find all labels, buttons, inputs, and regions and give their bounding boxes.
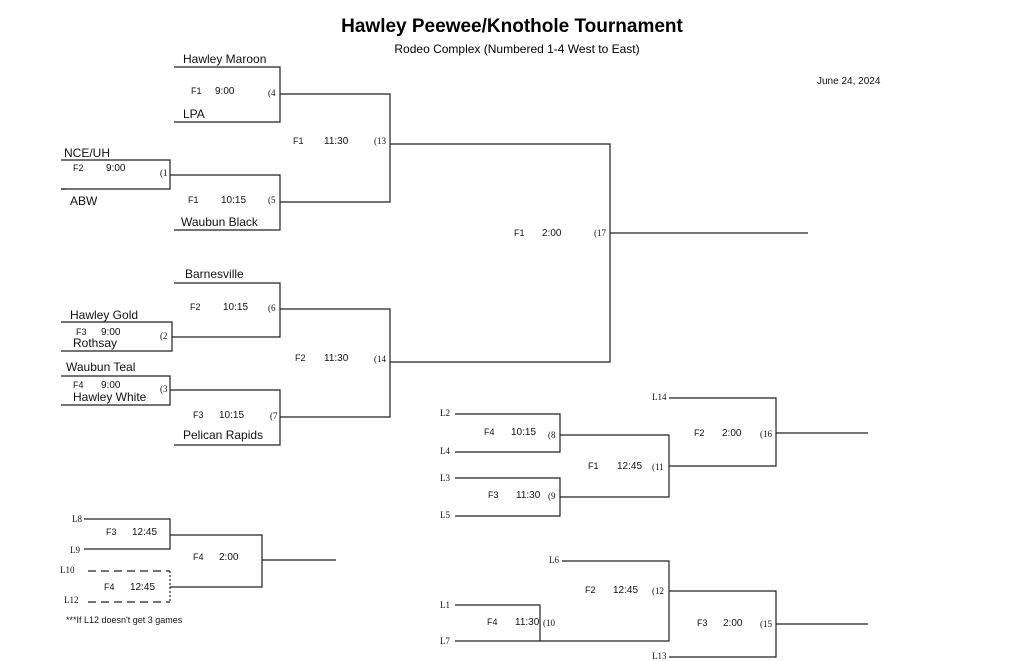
game-1-field: F2 [73, 163, 84, 173]
loser-label-l13: L13 [652, 651, 667, 661]
game-12-field: F2 [585, 585, 596, 595]
game-15-number: (15 [760, 619, 772, 629]
game-14-number: (14 [374, 354, 386, 364]
game-14-field: F2 [295, 353, 306, 363]
team-lpa: LPA [183, 107, 205, 121]
game-10-field: F4 [487, 617, 498, 627]
game-17-time: 2:00 [542, 228, 562, 239]
team-abw: ABW [70, 194, 98, 208]
tournament-date: June 24, 2024 [817, 76, 881, 87]
game-9-number: (9 [548, 491, 556, 501]
consolation-2-time: 12:45 [130, 582, 156, 593]
team-hawley-gold: Hawley Gold [70, 308, 139, 322]
team-hawley-white: Hawley White [73, 390, 147, 404]
game-10-time: 11:30 [515, 617, 540, 628]
team-barnesville: Barnesville [185, 267, 244, 281]
loser-label-l2: L2 [440, 408, 450, 418]
team-waubun-black: Waubun Black [181, 215, 258, 229]
game-3-number: (3 [160, 384, 168, 394]
game-17-field: F1 [514, 228, 525, 238]
loser-label-l8: L8 [72, 514, 82, 524]
game-1-number: (1 [160, 168, 168, 178]
loser-label-l12: L12 [64, 595, 79, 605]
game-4-time: 9:00 [215, 86, 235, 97]
game-5-field: F1 [188, 195, 199, 205]
game-16-time: 2:00 [722, 428, 742, 439]
game-13-number: (13 [374, 136, 386, 146]
game-9-field: F3 [488, 490, 499, 500]
game-8-field: F4 [484, 427, 495, 437]
page-subtitle: Rodeo Complex (Numbered 1-4 West to East… [394, 42, 640, 56]
game-3-field: F4 [73, 380, 84, 390]
consolation-3-field: F4 [193, 552, 204, 562]
loser-label-l7: L7 [440, 636, 450, 646]
game-5-time: 10:15 [221, 195, 247, 206]
game-16-number: (16 [760, 429, 772, 439]
consolation-1-field: F3 [106, 527, 117, 537]
game-9-time: 11:30 [516, 490, 541, 501]
game-16-field: F2 [694, 428, 705, 438]
loser-label-l6: L6 [549, 555, 559, 565]
game-17-number: (17 [594, 228, 606, 238]
game-11-time: 12:45 [617, 461, 643, 472]
game-13-field: F1 [293, 136, 304, 146]
loser-label-l14: L14 [652, 392, 667, 402]
game-11-number: (11 [652, 462, 664, 472]
game-7-time: 10:15 [219, 410, 245, 421]
game-3-time: 9:00 [101, 380, 121, 391]
game-2-time: 9:00 [101, 327, 121, 338]
team-nce-uh: NCE/UH [64, 146, 111, 160]
team-hawley-maroon: Hawley Maroon [183, 52, 267, 66]
game-15-time: 2:00 [723, 618, 743, 629]
loser-label-l10: L10 [60, 565, 75, 575]
loser-label-l9: L9 [70, 545, 80, 555]
game-2-field: F3 [76, 327, 87, 337]
game-2-number: (2 [160, 331, 168, 341]
game-12-time: 12:45 [613, 585, 639, 596]
consolation-3-time: 2:00 [219, 552, 239, 563]
game-11-field: F1 [588, 461, 599, 471]
footnote: ***If L12 doesn't get 3 games [66, 615, 183, 625]
loser-label-l5: L5 [440, 510, 450, 520]
loser-label-l4: L4 [440, 446, 450, 456]
loser-label-l3: L3 [440, 473, 450, 483]
game-14-time: 11:30 [324, 353, 349, 364]
consolation-1-time: 12:45 [132, 527, 158, 538]
game-6-number: (6 [268, 303, 276, 313]
game-1-time: 9:00 [106, 163, 126, 174]
game-8-number: (8 [548, 430, 556, 440]
game-4-field: F1 [191, 86, 202, 96]
game-15-field: F3 [697, 618, 708, 628]
game-7-field: F3 [193, 410, 204, 420]
team-waubun-teal: Waubun Teal [66, 360, 136, 374]
game-6-time: 10:15 [223, 302, 249, 313]
game-4-number: (4 [268, 88, 276, 98]
team-rothsay: Rothsay [73, 336, 118, 350]
game-10-number: (10 [543, 618, 555, 628]
game-5-number: (5 [268, 195, 276, 205]
game-13-time: 11:30 [324, 136, 349, 147]
team-pelican-rapids: Pelican Rapids [183, 428, 264, 442]
game-6-field: F2 [190, 302, 201, 312]
consolation-2-field: F4 [104, 582, 115, 592]
loser-label-l1: L1 [440, 600, 450, 610]
page-title: Hawley Peewee/Knothole Tournament [341, 16, 683, 37]
game-8-time: 10:15 [511, 427, 537, 438]
game-12-number: (12 [652, 586, 664, 596]
game-7-number: (7 [270, 411, 278, 421]
